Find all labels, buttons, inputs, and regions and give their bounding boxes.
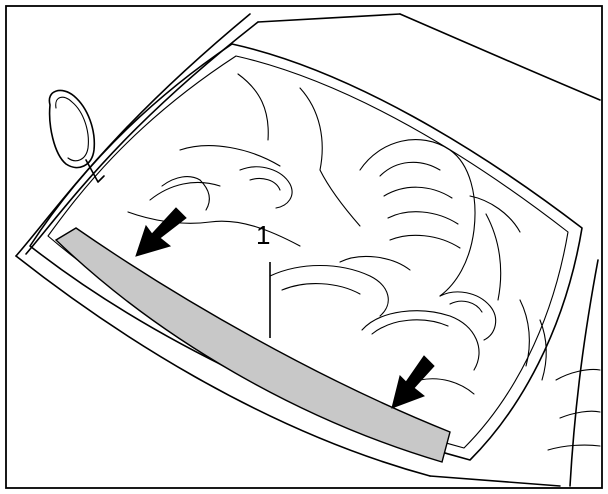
down-arrow-icon: [135, 207, 187, 257]
down-arrow-icon: [391, 355, 435, 409]
figure-border: [5, 5, 603, 489]
side-mirror: [48, 89, 105, 183]
interior-detail: [127, 73, 547, 395]
shaded-band: [54, 227, 451, 463]
callout-label: 1: [256, 220, 270, 250]
car-body: [15, 13, 601, 487]
